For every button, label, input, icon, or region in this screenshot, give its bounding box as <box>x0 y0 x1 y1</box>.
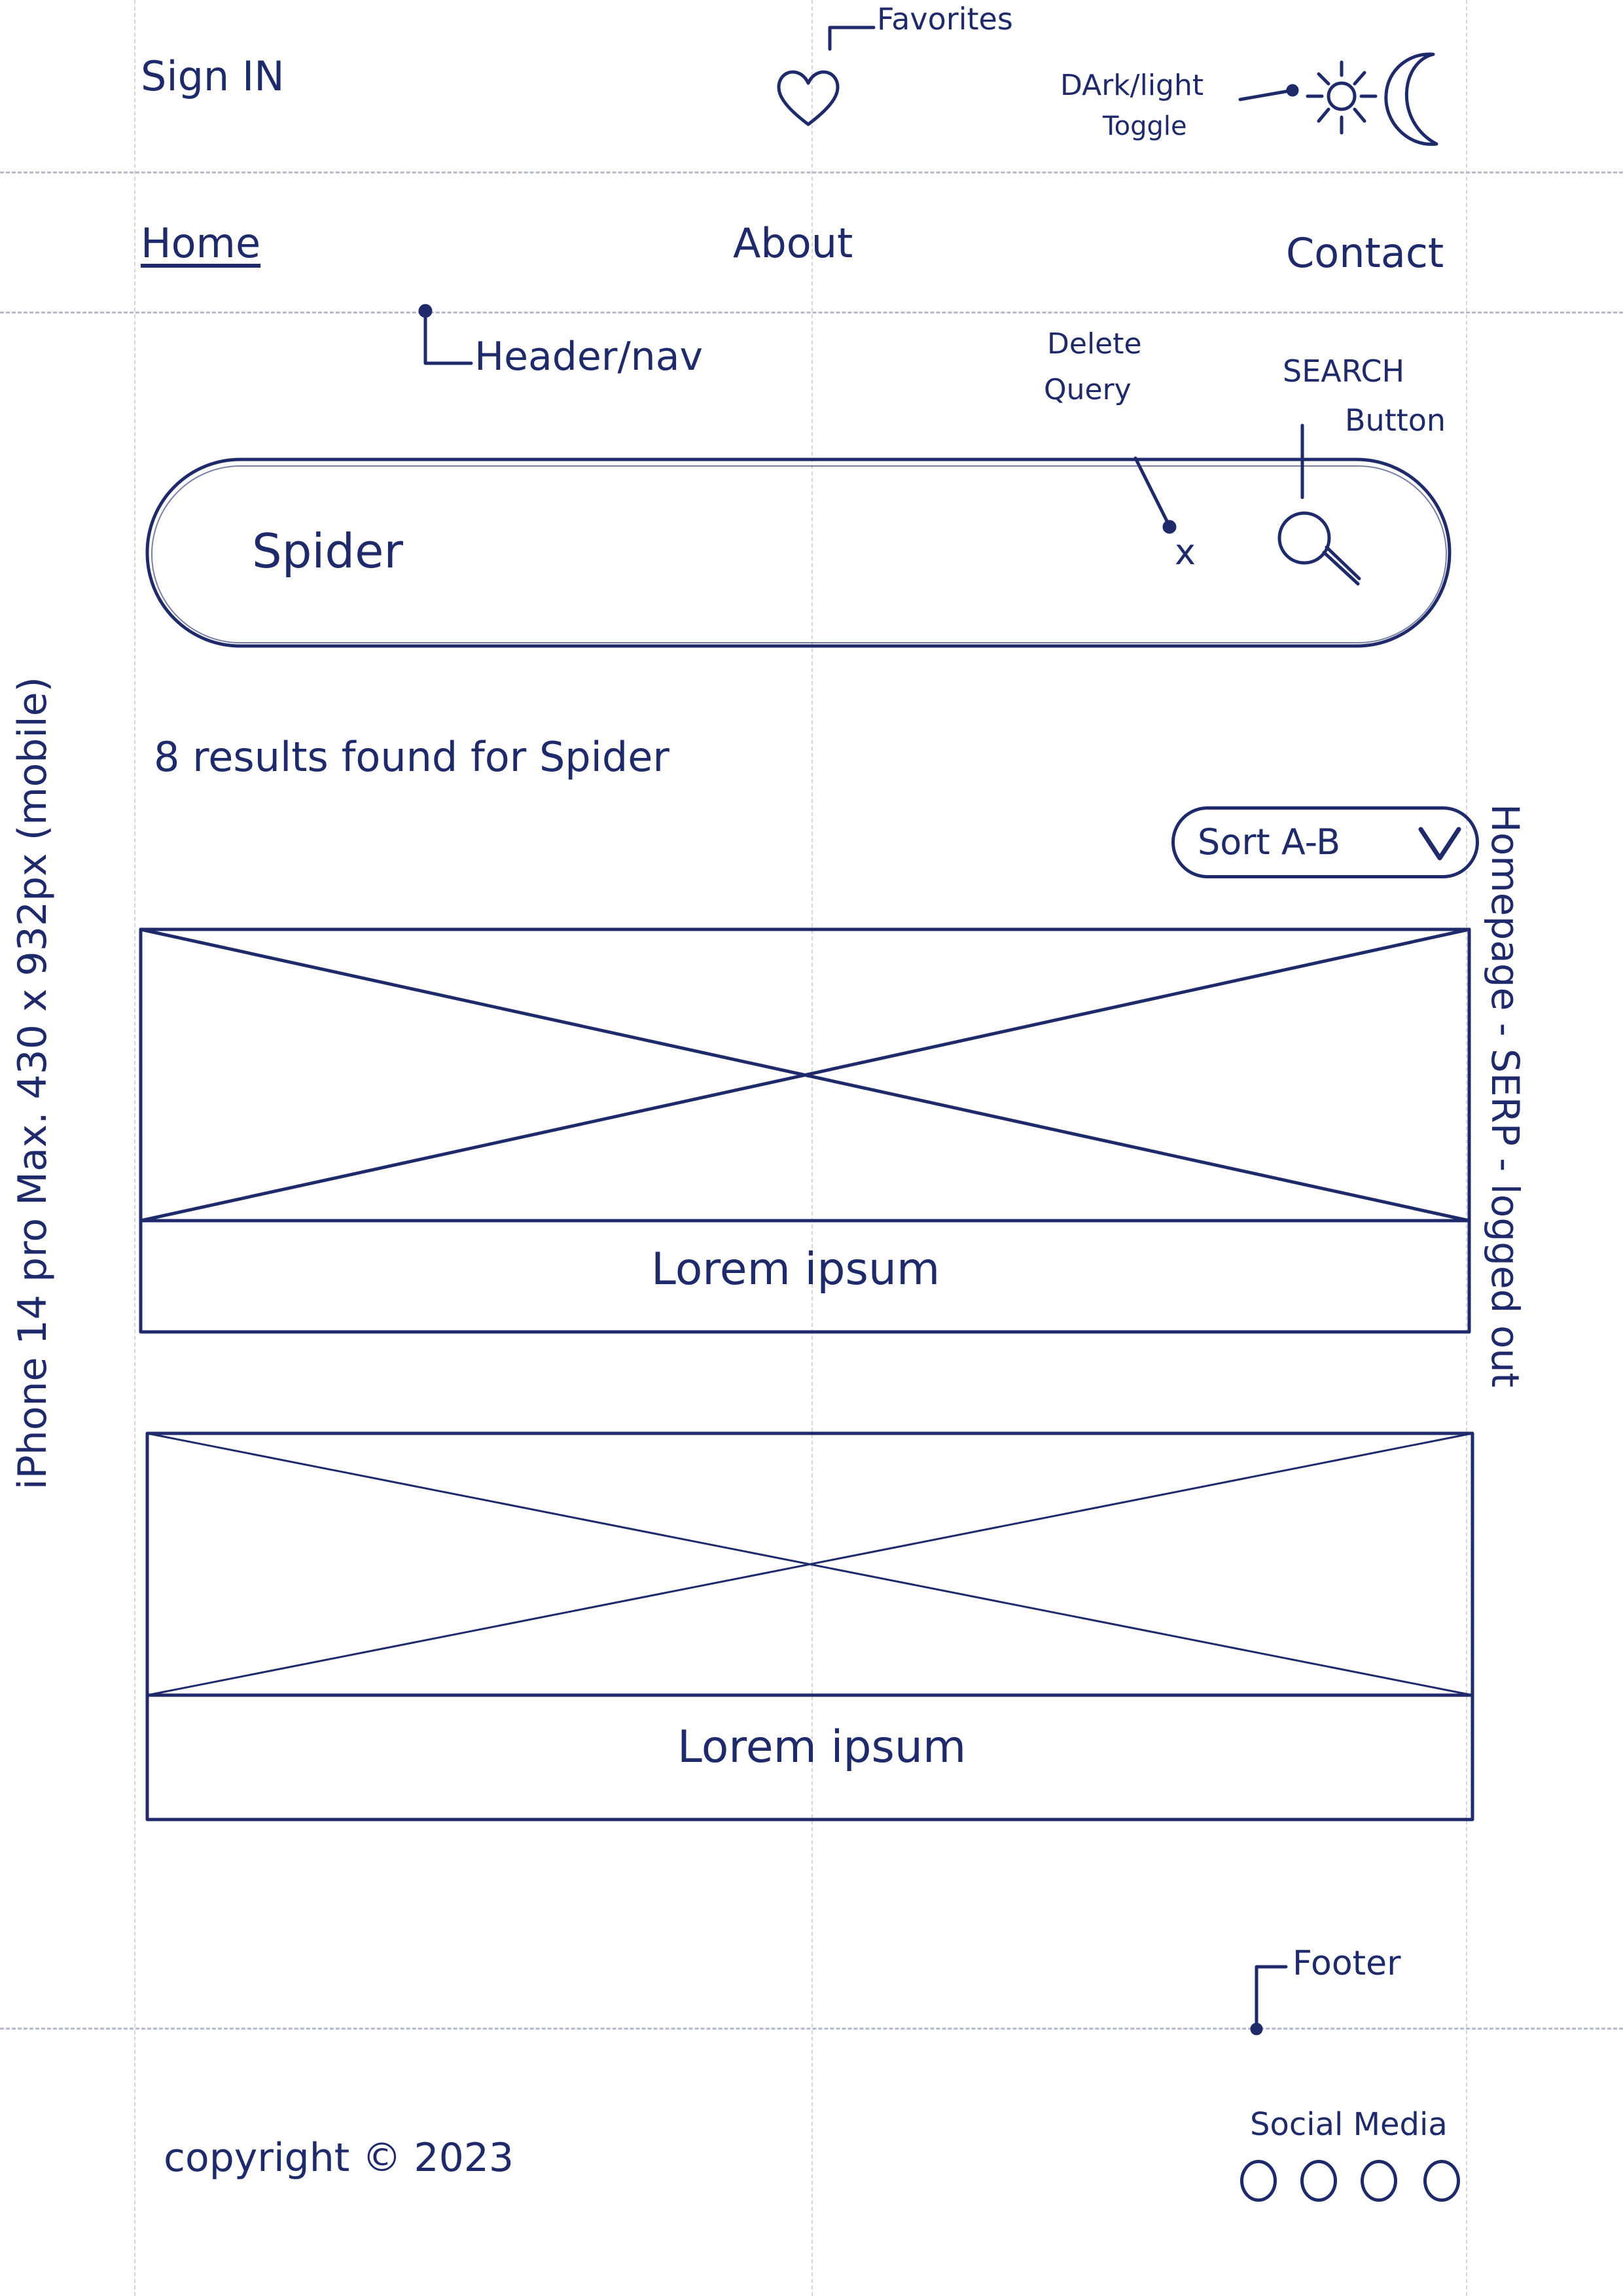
result-card[interactable]: Lorem ipsum <box>141 929 1469 1332</box>
search-button[interactable] <box>1273 499 1364 597</box>
results-summary: 8 results found for Spider <box>154 733 669 781</box>
search-bar-outline <box>145 457 1452 648</box>
heart-icon <box>777 70 840 126</box>
delete-query-leader-line <box>1133 456 1170 526</box>
page-title-margin-note: Homepage - SERP - logged out <box>1483 804 1527 1388</box>
result-caption: Lorem ipsum <box>651 1244 940 1295</box>
chevron-down-icon <box>1418 827 1461 861</box>
sign-in-link[interactable]: Sign IN <box>141 52 285 100</box>
toggle-annotation-line2: Toggle <box>1103 111 1187 141</box>
social-media-label: Social Media <box>1250 2106 1448 2143</box>
copyright-text: copyright © 2023 <box>164 2135 514 2181</box>
search-bar: Spider x <box>147 459 1450 646</box>
guide-vertical-center <box>812 0 813 2296</box>
search-button-annotation-line2: Button <box>1345 403 1446 438</box>
favorites-leader-line <box>828 26 876 51</box>
social-icon-1[interactable] <box>1240 2160 1277 2202</box>
favorites-heart-icon[interactable] <box>772 62 844 134</box>
nav-item-about[interactable]: About <box>733 219 853 267</box>
result-caption: Lorem ipsum <box>677 1721 967 1773</box>
sort-dropdown[interactable]: Sort A-B <box>1171 806 1479 878</box>
guide-vertical-right <box>1466 0 1467 2296</box>
nav-item-contact[interactable]: Contact <box>1286 229 1444 277</box>
search-icon <box>1277 511 1361 586</box>
clear-query-button[interactable]: x <box>1175 531 1196 573</box>
sort-dropdown-label: Sort A-B <box>1198 821 1341 863</box>
search-input[interactable]: Spider <box>252 524 404 579</box>
delete-query-annotation-line1: Delete <box>1047 327 1142 361</box>
social-icon-3[interactable] <box>1361 2160 1397 2202</box>
footer-leader-line <box>1255 1965 1288 2031</box>
social-icon-2[interactable] <box>1300 2160 1337 2202</box>
result-image-placeholder <box>141 929 1469 1221</box>
footer-annotation: Footer <box>1293 1944 1401 1983</box>
header-nav-annotation: Header/nav <box>474 334 703 380</box>
result-card[interactable]: Lorem ipsum <box>147 1433 1472 1820</box>
result-image-placeholder <box>147 1433 1472 1695</box>
toggle-leader-line <box>1238 88 1294 101</box>
delete-query-annotation-line2: Query <box>1044 373 1132 406</box>
result-card-2-frame <box>145 1431 1474 1821</box>
nav-item-home[interactable]: Home <box>141 219 261 267</box>
guide-vertical-left <box>134 0 135 2296</box>
social-links <box>1240 2160 1476 2212</box>
toggle-annotation-line1: DArk/light <box>1060 69 1204 102</box>
header-nav-leader-line <box>423 309 473 365</box>
moon-icon <box>1384 52 1438 146</box>
search-button-annotation-line1: SEARCH <box>1283 353 1405 389</box>
social-icon-4[interactable] <box>1423 2160 1460 2202</box>
dark-light-toggle[interactable] <box>1302 49 1453 147</box>
device-size-margin-note: iPhone 14 pro Max. 430 x 932px (mobile) <box>10 676 56 1490</box>
sun-icon <box>1306 60 1378 135</box>
guide-horizontal-header <box>0 171 1623 173</box>
result-card-1-frame <box>139 927 1471 1334</box>
favorites-annotation: Favorites <box>877 1 1013 37</box>
guide-horizontal-nav <box>0 312 1623 314</box>
guide-horizontal-footer <box>0 2028 1623 2030</box>
